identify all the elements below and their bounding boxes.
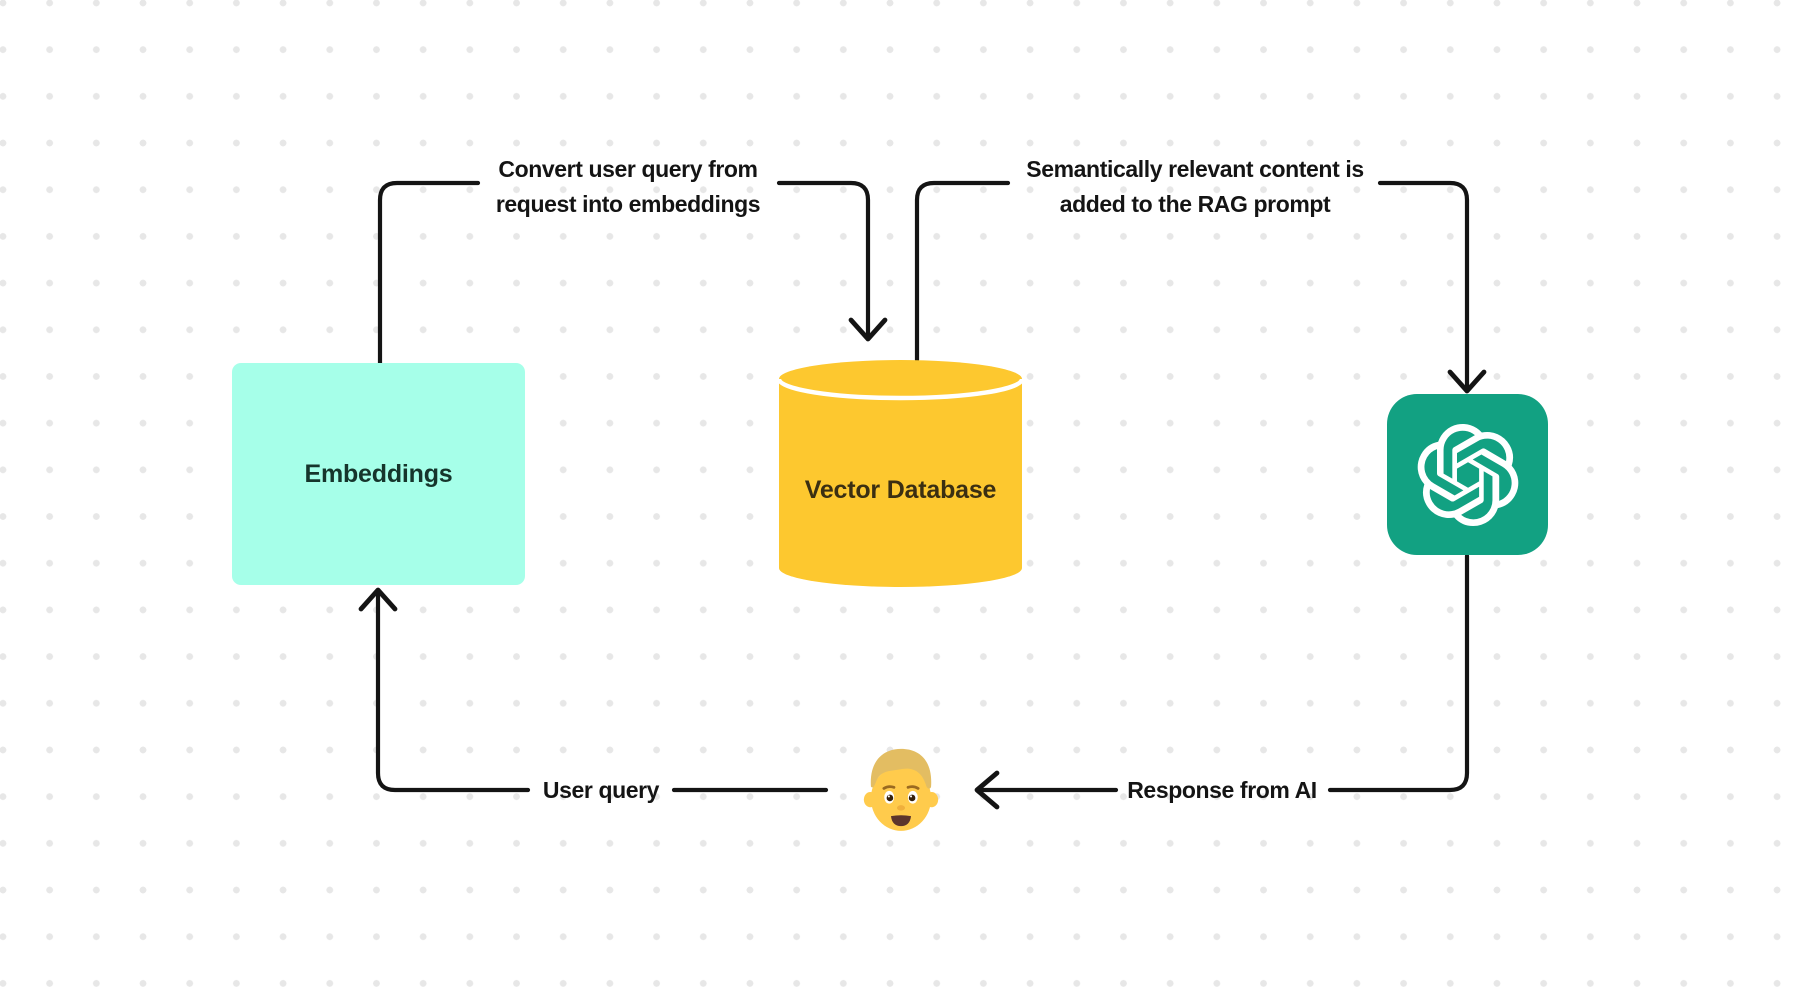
edge-openai-to-user-segment-right bbox=[1327, 553, 1470, 793]
openai-node bbox=[1387, 394, 1548, 555]
vector-database-label: Vector Database bbox=[804, 476, 997, 504]
edge-label-line: request into embeddings bbox=[495, 191, 761, 217]
edge-label-convert-query: Convert user query from request into emb… bbox=[448, 152, 808, 222]
cylinder-top-divider bbox=[776, 378, 1025, 401]
user-node bbox=[858, 743, 944, 835]
edge-user-to-embeddings-segment-left bbox=[375, 590, 531, 793]
embeddings-node: Embeddings bbox=[232, 363, 525, 585]
arrowhead-up-embeddings bbox=[358, 587, 398, 612]
edge-embeddings-to-vectordb-segment-right bbox=[776, 180, 871, 337]
arrowhead-down-openai bbox=[1447, 369, 1487, 394]
arrowhead-down-vectordb bbox=[848, 317, 888, 342]
edge-label-user-query: User query bbox=[542, 777, 660, 803]
edge-label-semantic-content: Semantically relevant content is added t… bbox=[995, 152, 1395, 222]
edge-embeddings-to-vectordb-segment-left bbox=[377, 180, 481, 366]
openai-logo-icon bbox=[1417, 423, 1518, 526]
database-cylinder-icon bbox=[776, 360, 1025, 587]
vector-database-node bbox=[776, 360, 1025, 587]
edge-label-line: Convert user query from bbox=[498, 156, 758, 182]
embeddings-label: Embeddings bbox=[304, 459, 453, 488]
edge-vectordb-to-openai-segment-left bbox=[914, 180, 1011, 363]
edge-label-line: added to the RAG prompt bbox=[1059, 191, 1331, 217]
edge-label-response-from-ai: Response from AI bbox=[1127, 777, 1317, 803]
edge-vectordb-to-openai-segment-right bbox=[1377, 180, 1470, 389]
arrowhead-left-user bbox=[974, 770, 1000, 810]
edge-label-line: Semantically relevant content is bbox=[1026, 156, 1364, 182]
person-blond-emoji-icon bbox=[863, 748, 939, 831]
